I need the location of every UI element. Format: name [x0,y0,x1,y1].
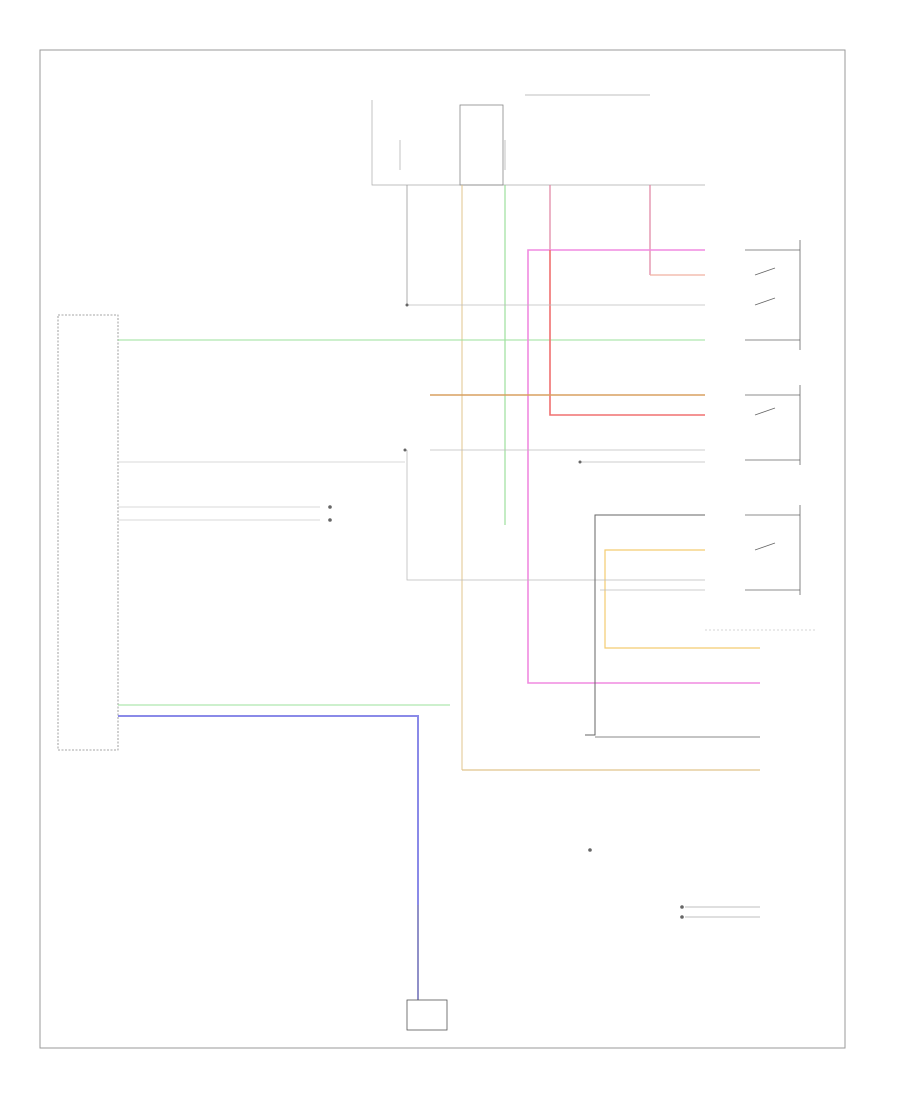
switch-group-upper [745,240,801,350]
switch-group-lower [745,505,801,595]
gray-wires [406,304,815,738]
yellow-wire [604,549,760,649]
control-module-box [57,314,119,751]
bottom-sensor [406,905,448,1031]
feeder-wires [406,185,651,770]
diagram-border [39,49,846,1049]
connector-dots [328,303,592,852]
fuse-block [371,94,705,186]
switch-group-middle [745,385,801,465]
instrument-cluster-ref [680,905,760,919]
circuit-wires [118,339,705,1000]
pink-red-wires [527,249,760,684]
